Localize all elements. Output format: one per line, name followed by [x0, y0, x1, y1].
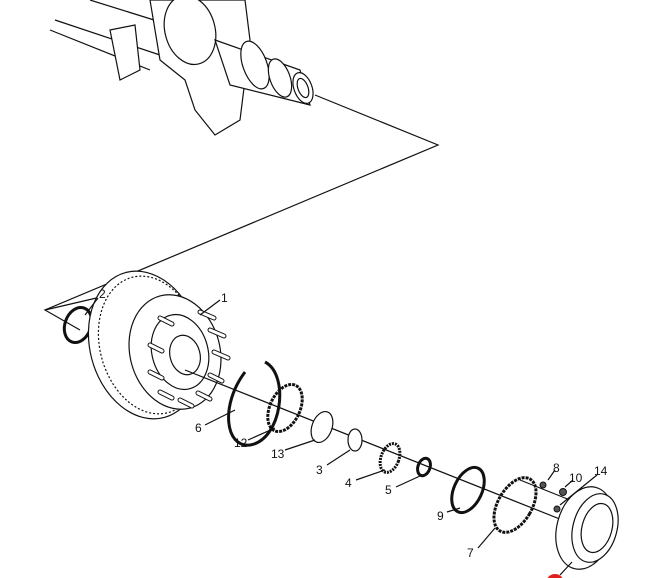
callout-8: 8: [553, 461, 560, 475]
part-6-snap-ring: [227, 360, 282, 447]
part-1-hub-rotor: [87, 270, 231, 420]
axis-line: [43, 94, 440, 331]
part-12-bearing: [266, 382, 304, 434]
leader-lines: [84, 297, 598, 576]
callout-13: 13: [271, 447, 285, 461]
callout-14: 14: [594, 464, 608, 478]
part-7-ring: [492, 476, 538, 534]
part-4-bearing: [378, 442, 402, 474]
callout-7: 7: [467, 546, 474, 560]
part-9-o-ring: [450, 465, 486, 515]
callout-6: 6: [195, 421, 202, 435]
callout-2: 2: [99, 287, 106, 301]
red-marker: [547, 574, 563, 578]
callout-3: 3: [316, 463, 323, 477]
callout-10: 10: [569, 471, 583, 485]
part-8-screw: [539, 481, 547, 489]
part-3-nut: [347, 428, 363, 452]
callout-5: 5: [385, 483, 392, 497]
callout-1: 1: [221, 291, 228, 305]
callout-9: 9: [437, 509, 444, 523]
hub-cap: [555, 486, 619, 570]
callout-4: 4: [345, 476, 352, 490]
part-5-ring: [416, 456, 432, 478]
part-14-plug: [553, 505, 561, 513]
steering-knuckle: [49, 0, 314, 136]
part-10-screw: [559, 488, 567, 496]
part-13-washer: [310, 410, 334, 444]
callout-12: 12: [234, 436, 248, 450]
